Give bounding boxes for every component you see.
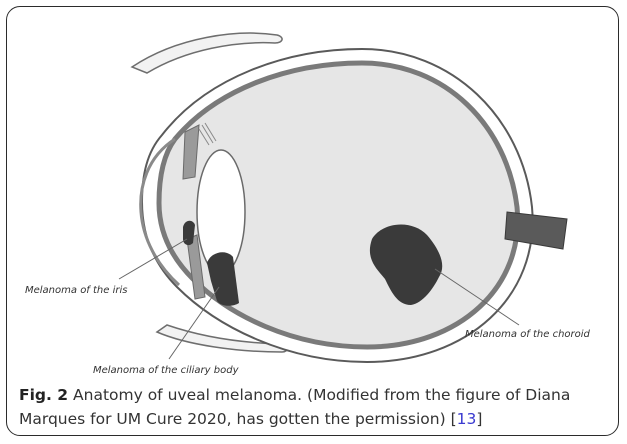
caption-ref-close: ] [476, 410, 482, 428]
caption-text: Anatomy of uveal melanoma. (Modified fro… [19, 386, 570, 428]
label-melanoma-choroid: Melanoma of the choroid [465, 329, 591, 340]
figure-caption: Fig. 2 Anatomy of uveal melanoma. (Modif… [19, 383, 614, 431]
label-melanoma-iris: Melanoma of the iris [25, 285, 127, 296]
figure-number: Fig. 2 [19, 386, 68, 404]
figure-frame: Melanoma of the iris Melanoma of the cil… [6, 6, 619, 436]
eye-anatomy-illustration: Melanoma of the iris Melanoma of the cil… [7, 7, 619, 377]
label-melanoma-ciliary-body: Melanoma of the ciliary body [93, 365, 240, 376]
reference-link[interactable]: 13 [457, 410, 477, 428]
